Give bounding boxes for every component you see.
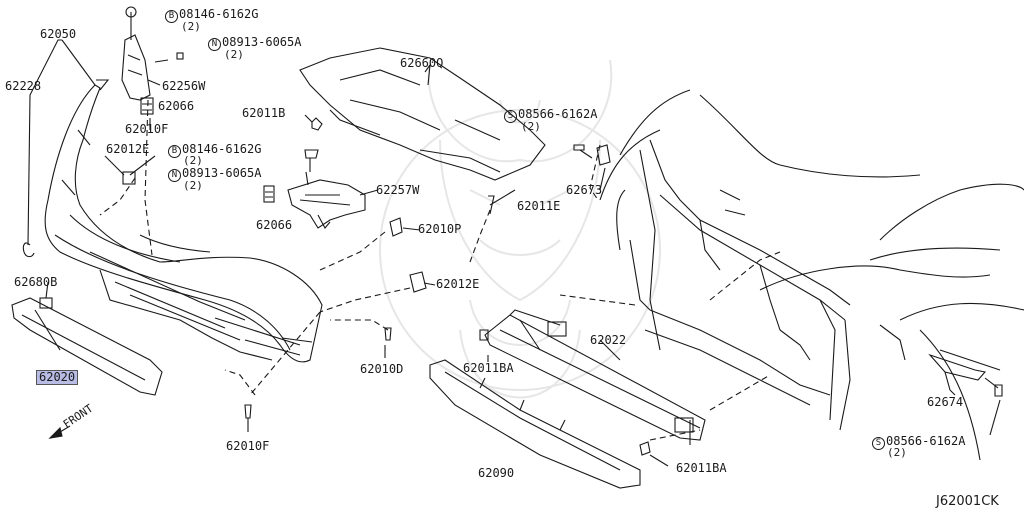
- part-62228: [22, 242, 35, 258]
- label-62256w[interactable]: 62256W: [162, 79, 206, 93]
- label-62050[interactable]: 62050: [40, 27, 77, 41]
- label-62022[interactable]: 62022: [590, 333, 627, 347]
- part-number-08146-top: 08146-6162G: [179, 7, 259, 21]
- pad-62066-mid: [263, 185, 275, 203]
- label-62012e-mid[interactable]: 62012E: [436, 277, 480, 291]
- drawing-code: J62001CK: [936, 494, 999, 509]
- clip-62012e-mid: [409, 271, 427, 293]
- part-number-08913-top: 08913-6065A: [222, 35, 302, 49]
- watermark-emblem: [379, 59, 661, 399]
- qty-08566-bottom: (2): [887, 446, 907, 459]
- part-number-08566-bottom: 08566-6162A: [886, 434, 966, 448]
- qty-08146-mid: (2): [183, 154, 203, 167]
- label-62674[interactable]: 62674: [927, 395, 964, 409]
- clip-62010p: [389, 217, 403, 237]
- bolts: [244, 114, 1003, 456]
- radiator-core-support: [599, 89, 1024, 461]
- label-62228[interactable]: 62228: [5, 79, 42, 93]
- lower-panel: [11, 297, 163, 396]
- qty-08913-mid: (2): [183, 179, 203, 192]
- label-62010f-top[interactable]: 62010F: [125, 122, 169, 136]
- label-62066-top[interactable]: 62066: [158, 99, 195, 113]
- label-62673[interactable]: 62673: [566, 183, 603, 197]
- label-62010p[interactable]: 62010P: [418, 222, 462, 236]
- label-62090[interactable]: 62090: [478, 466, 515, 480]
- prefix-s-icon: S: [504, 110, 517, 123]
- label-62011ba-bottom[interactable]: 62011BA: [676, 461, 727, 475]
- qty-08566-top: (2): [521, 120, 541, 133]
- absorber-62090: [429, 359, 641, 489]
- label-62012e-left[interactable]: 62012E: [106, 142, 150, 156]
- undercover-62660q: [299, 47, 546, 181]
- label-62257w[interactable]: 62257W: [376, 183, 420, 197]
- prefix-n-icon: N: [208, 38, 221, 51]
- part-number-08146-mid: 08146-6162G: [182, 142, 262, 156]
- bracket-62257w: [287, 179, 366, 229]
- line-work: [11, 6, 1024, 489]
- part-62674: [928, 353, 987, 381]
- part-number-08913-mid: 08913-6065A: [182, 166, 262, 180]
- label-62660q[interactable]: 62660Q: [400, 56, 444, 70]
- qty-08146-top: (2): [181, 20, 201, 33]
- clip-62012e-left: [122, 171, 136, 185]
- front-arrow-head: [48, 426, 63, 439]
- label-62011e[interactable]: 62011E: [517, 199, 561, 213]
- reinforcement-62022: [484, 309, 706, 445]
- prefix-n-icon: N: [168, 169, 181, 182]
- label-62010d[interactable]: 62010D: [360, 362, 404, 376]
- prefix-s-icon: S: [872, 437, 885, 450]
- bumper-fascia: [44, 79, 323, 363]
- qty-08913-top: (2): [224, 48, 244, 61]
- label-62011ba-top[interactable]: 62011BA: [463, 361, 514, 375]
- prefix-b-icon: B: [165, 10, 178, 23]
- label-62680b[interactable]: 62680B: [14, 275, 58, 289]
- label-62010f-bottom[interactable]: 62010F: [226, 439, 270, 453]
- pad-62066-top: [140, 97, 154, 115]
- label-62066-mid[interactable]: 62066: [256, 218, 293, 232]
- label-62020-highlighted[interactable]: 62020: [36, 370, 79, 385]
- prefix-b-icon: B: [168, 145, 181, 158]
- label-62011b[interactable]: 62011B: [242, 106, 286, 120]
- part-number-08566-top: 08566-6162A: [518, 107, 598, 121]
